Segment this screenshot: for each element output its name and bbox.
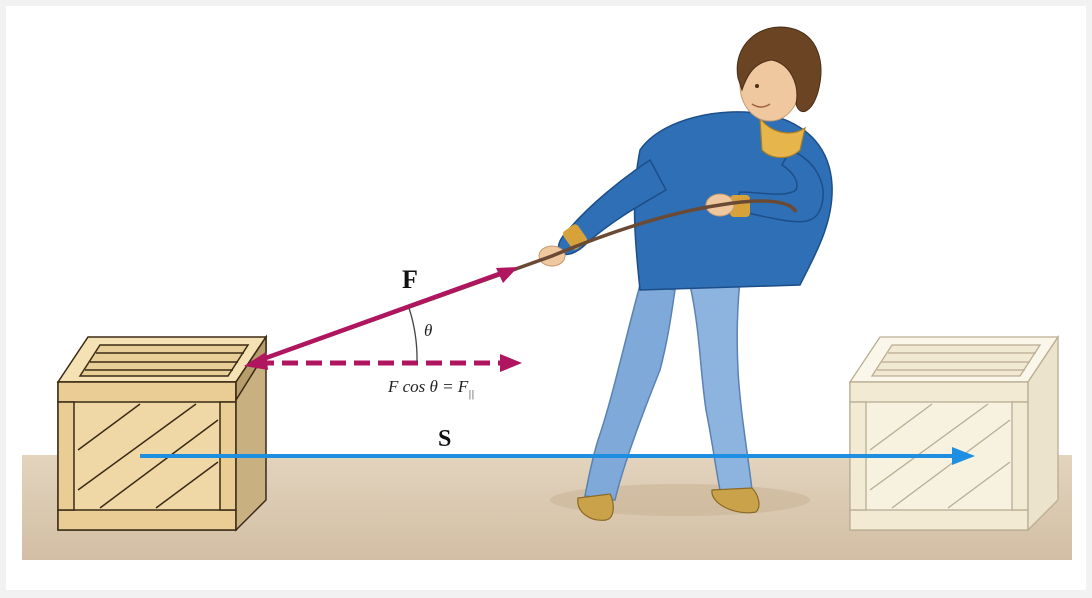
component-main: F cos θ = F: [387, 377, 469, 396]
displacement-vector: [140, 447, 975, 465]
displacement-label: S: [438, 426, 451, 452]
force-label: F: [402, 265, 418, 294]
angle-label: θ: [424, 321, 432, 340]
crate-faded-icon: [848, 334, 1060, 532]
component-label: F cos θ = F||: [387, 377, 474, 400]
rope-icon: [249, 199, 798, 366]
component-subscript: ||: [468, 388, 474, 400]
person-icon: [538, 26, 833, 521]
force-component-vector: [258, 354, 522, 372]
crate-icon: [56, 334, 268, 532]
angle-arc: [408, 307, 418, 363]
